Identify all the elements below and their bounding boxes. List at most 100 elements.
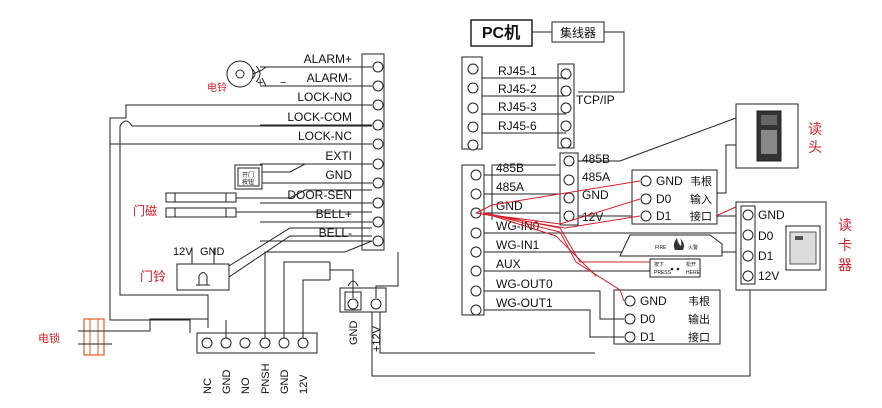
mid-wgin0-label: WG-IN0 [496, 219, 540, 233]
wg-in-note-2: 输入 [690, 192, 712, 206]
lock-label: 电锁 [38, 331, 60, 345]
wg-in-note-3: 接口 [690, 210, 712, 223]
doorbell-gnd-label: GND [200, 246, 225, 258]
mid-aux-terminal [470, 265, 482, 277]
mid-485a-label: 485A [496, 180, 524, 194]
exit-switch-text-bl: PRESS [654, 270, 672, 276]
reader-head: 读 头 [735, 103, 822, 169]
exit-switch-text-tl: 按下 [654, 261, 664, 268]
wg-out-d1-label: D1 [640, 330, 656, 344]
wg-out-note-2: 输出 [688, 312, 710, 326]
card-reader-label-1: 读 [838, 217, 852, 233]
exit-button-text-1: 开门 [242, 171, 254, 179]
reader-d1-label: D1 [758, 249, 774, 263]
bottom-pnsh-label: PNSH [260, 363, 272, 394]
bell-minus-terminal [372, 235, 384, 247]
wiegand-input-block: GND D0 D1 韦根 输入 接口 [631, 144, 736, 225]
exit-switch-text-tr: 松开 [686, 261, 696, 268]
fire-text-cn: 火警 [688, 244, 698, 251]
card-reader-label-2: 卡 [838, 237, 852, 253]
bottom-nc-label: NC [202, 378, 214, 394]
reader-head-label-1: 读 [808, 121, 822, 137]
electric-bell: + − 电铃 [207, 60, 372, 94]
exit-switch-text-br: HERE [686, 270, 701, 276]
pc-box [470, 19, 533, 47]
mid-gnd-label: GND [496, 199, 523, 213]
door-sen-terminal [372, 197, 384, 209]
mid-wgout0-label: WG-OUT0 [496, 277, 553, 291]
psu-gnd-label: GND [348, 321, 360, 346]
doorbell-device: 12V GND 门铃 [140, 227, 372, 291]
wg-out-note-1: 韦根 [688, 294, 710, 308]
electric-lock: 电锁 [38, 318, 208, 356]
pc-hub-section: PC机 集线器 TCP/IP [470, 19, 625, 107]
lock-com-label: LOCK-COM [287, 110, 352, 124]
rj45-left-terminals [467, 63, 479, 151]
fire-text: FIRE [655, 245, 667, 251]
rj45-label-3: RJ45-3 [498, 100, 537, 114]
wg-in-d1-label: D1 [656, 209, 672, 223]
doorbell-12v-label: 12V [173, 246, 193, 258]
mid-485b-label: 485B [496, 161, 524, 175]
doorbell-label: 门铃 [140, 269, 166, 284]
mid-wgin1-label: WG-IN1 [496, 238, 540, 252]
mid-right-12v-label: 12V [582, 210, 603, 224]
red-wiegand-wiring [475, 180, 749, 302]
hub-label: 集线器 [560, 25, 596, 40]
reader-d0-label: D0 [758, 229, 774, 243]
reader-gnd-label: GND [758, 208, 785, 222]
exti-terminal [372, 158, 384, 170]
magnet-label: 门磁 [133, 203, 157, 218]
card-reader: GND D0 D1 12V 读 卡 器 [735, 201, 852, 291]
door-magnet: 门磁 [133, 189, 372, 218]
lock-nc-label: LOCK-NC [298, 129, 352, 143]
alarm-plus-terminal [372, 61, 384, 73]
exti-label: EXTI [325, 149, 352, 163]
fire-icon [673, 238, 684, 250]
bell-plus-sign: + [257, 77, 263, 89]
doorbell-icon [198, 272, 208, 286]
mid-wgout0-terminal [470, 285, 482, 297]
mid-485b-terminal [470, 169, 482, 181]
bottom-gnd2-label: GND [279, 370, 291, 395]
mid-right-gnd-label: GND [582, 188, 609, 202]
mid-wgin0-terminal [470, 227, 482, 239]
power-block: GND +12V [329, 252, 751, 377]
wg-in-d0-label: D0 [656, 192, 672, 206]
gnd-label: GND [325, 168, 352, 182]
bell-minus-sign: − [280, 77, 286, 89]
exit-button-text-2: 按钮 [242, 178, 254, 186]
rj45-label-1: RJ45-1 [498, 64, 537, 78]
bottom-12v-label: 12V [298, 374, 310, 394]
psu-12v-label: +12V [371, 325, 383, 352]
wg-out-gnd-label: GND [640, 294, 667, 308]
mid-wgout1-terminal [470, 304, 482, 316]
lock-no-terminal [372, 99, 384, 111]
mid-wgout1-label: WG-OUT1 [496, 296, 553, 310]
mid-wgin1-terminal [470, 246, 482, 258]
bell-plus-terminal [372, 216, 384, 228]
alarm-plus-label: ALARM+ [304, 52, 352, 66]
left-terminal-strip: ALARM+ ALARM- LOCK-NO LOCK-COM LOCK-NC E… [260, 52, 385, 251]
wg-out-d0-label: D0 [640, 312, 656, 326]
card-reader-label-3: 器 [838, 257, 852, 273]
alarm-minus-terminal [372, 80, 384, 92]
gnd-terminal [372, 177, 384, 189]
door-sen-label: DOOR-SEN [287, 188, 352, 202]
rj45-block: RJ45-1 RJ45-2 RJ45-3 RJ45-6 [461, 56, 575, 151]
rj45-label-2: RJ45-2 [498, 82, 537, 96]
mid-right-485a-label: 485A [582, 170, 610, 184]
reader-12v-label: 12V [758, 269, 779, 283]
exit-button-device: 开门 按钮 [234, 163, 372, 190]
rj45-label-6: RJ45-6 [498, 119, 537, 133]
bottom-terminal-strip: NC GND NO PNSH GND 12V [196, 240, 373, 395]
bottom-no-label: NO [240, 377, 252, 394]
rj45-right-terminals [560, 68, 572, 149]
wg-out-note-3: 接口 [688, 331, 710, 344]
lock-no-label: LOCK-NO [297, 90, 352, 104]
wg-in-note-1: 韦根 [690, 174, 712, 188]
mid-485a-terminal [470, 188, 482, 200]
fire-alarm-module: FIRE 火警 [619, 234, 723, 257]
reader-head-label-2: 头 [808, 139, 822, 155]
